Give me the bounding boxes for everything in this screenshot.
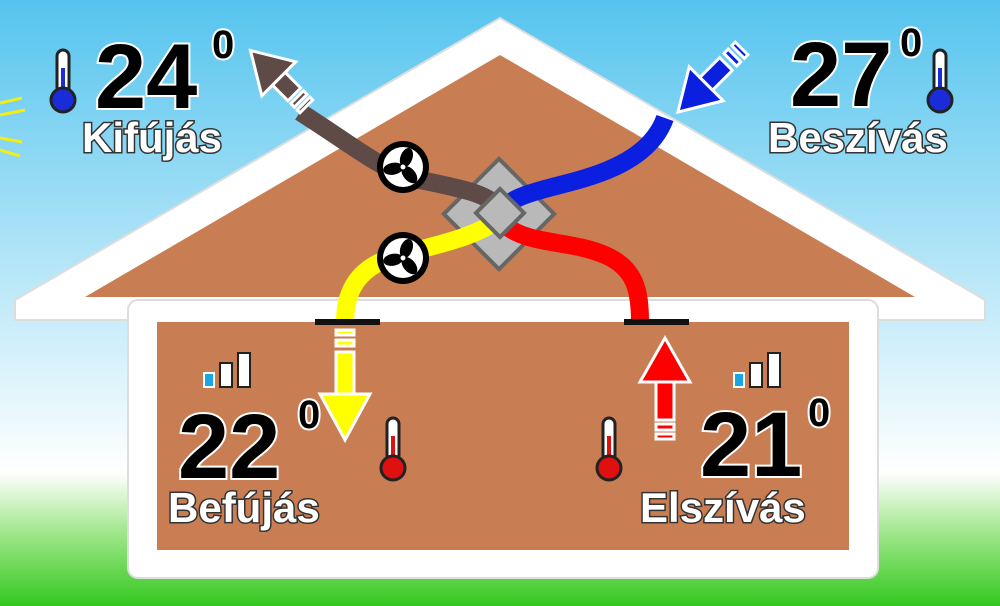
- supply-vent: [315, 319, 380, 325]
- sun-rays: [0, 96, 26, 158]
- exhaust-label: Kifújás: [82, 114, 222, 161]
- exhaust-temperature: 24: [95, 26, 197, 128]
- supply-temperature: 22: [178, 396, 280, 498]
- supply-label: Befújás: [168, 484, 320, 531]
- extract-vent: [624, 319, 689, 325]
- degree-sign: 0: [808, 391, 830, 435]
- intake-label: Beszívás: [768, 114, 948, 161]
- degree-sign: 0: [298, 393, 320, 437]
- exchanger-core: [473, 186, 527, 240]
- extract-pipe: [500, 218, 649, 323]
- supply-arrow-icon: [317, 328, 373, 444]
- room: [157, 322, 849, 550]
- extract-temperature: 21: [700, 394, 802, 496]
- intake-arrow-icon: [675, 39, 751, 115]
- extract-arrow-icon: [637, 334, 693, 441]
- degree-sign: 0: [212, 23, 234, 67]
- supply-fan-icon: [376, 231, 430, 285]
- extract-label: Elszívás: [640, 484, 806, 531]
- exhaust-fan-icon: [376, 140, 430, 194]
- exhaust-arrow-icon: [248, 48, 315, 115]
- intake-temperature: 27: [790, 24, 892, 126]
- degree-sign: 0: [900, 21, 922, 65]
